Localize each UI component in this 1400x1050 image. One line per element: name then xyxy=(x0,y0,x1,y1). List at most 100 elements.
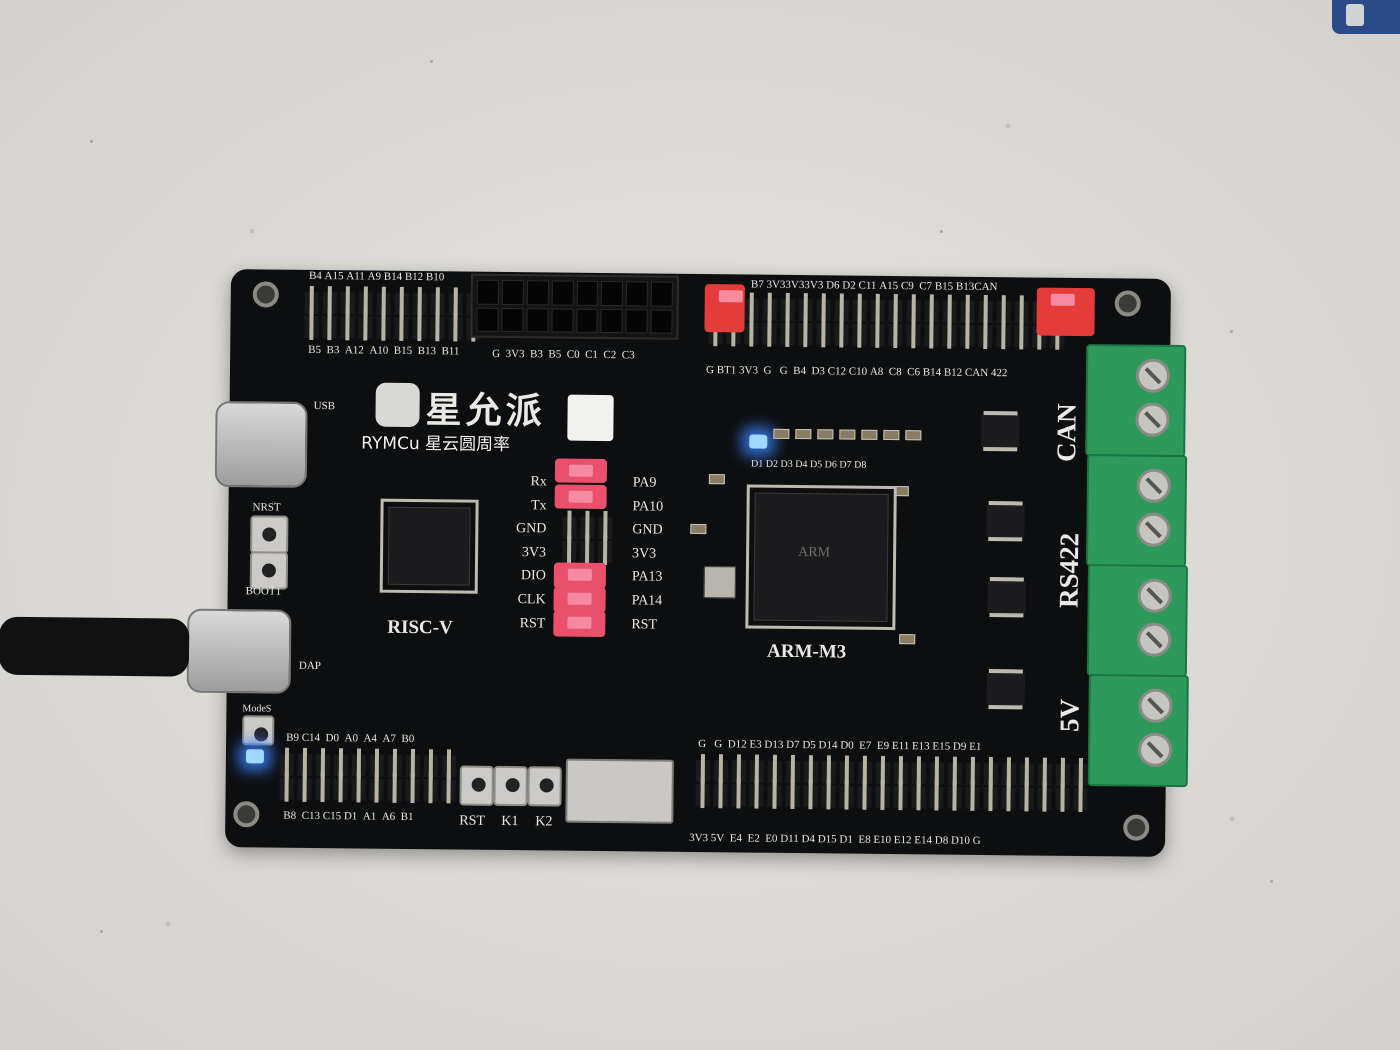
boot1-button[interactable] xyxy=(249,551,289,590)
mount-hole xyxy=(1123,814,1150,841)
jumper-right-labels: PA9 PA10 GND 3V3 PA13 PA14 RST xyxy=(631,471,663,636)
nrst-label: NRST xyxy=(252,501,281,514)
surface-speck xyxy=(1270,880,1273,883)
jumper-left-label: RST xyxy=(519,615,546,631)
led-array xyxy=(773,428,922,441)
mount-hole xyxy=(252,281,279,308)
jumper-left-label: CLK xyxy=(517,592,546,608)
jumper-left-label: DIO xyxy=(520,568,546,584)
mode-switch[interactable] xyxy=(242,715,275,746)
can-label: CAN xyxy=(1051,403,1082,463)
header-label-row: G G D12 E3 D13 D7 D5 D14 D0 E7 E9 E11 E1… xyxy=(698,738,982,753)
header-label-row: B5 B3 A12 A10 B15 B13 B11 xyxy=(308,343,460,358)
pin-row xyxy=(708,298,1065,324)
jumper-clk[interactable] xyxy=(553,586,606,614)
risc-v-label: RISC-V xyxy=(387,616,453,639)
dap-usb-port[interactable] xyxy=(186,608,292,694)
nrst-button[interactable] xyxy=(250,515,289,554)
jumper-left-labels: Rx Tx GND 3V3 DIO CLK RST xyxy=(505,470,547,636)
status-led-d1 xyxy=(749,434,768,449)
can-transceiver-ic xyxy=(981,414,1020,448)
jumper-tx[interactable] xyxy=(554,484,607,510)
modes-label: ModeS xyxy=(242,703,272,715)
header-label-row: B4 A15 A11 A9 B14 B12 B10 xyxy=(308,269,445,284)
mount-hole xyxy=(1114,290,1141,317)
screw-icon[interactable] xyxy=(1136,512,1171,547)
screw-icon[interactable] xyxy=(1137,622,1172,657)
logo-icon xyxy=(375,382,420,428)
jumper-dio[interactable] xyxy=(553,562,606,590)
k1-label: K1 xyxy=(501,813,519,830)
pin-row xyxy=(708,322,1065,348)
jumper-right-label: GND xyxy=(632,522,663,538)
pin-row xyxy=(279,777,456,802)
usb-label: USB xyxy=(313,399,336,413)
terminal-rs422-b[interactable] xyxy=(1086,564,1189,678)
terminal-rs422-a[interactable] xyxy=(1085,454,1188,568)
smd-part xyxy=(690,523,707,535)
rs422-label: RS422 xyxy=(1053,532,1085,609)
surface-speck xyxy=(430,60,433,63)
rst-button[interactable] xyxy=(459,765,494,806)
jumper-left-label: Rx xyxy=(530,474,547,490)
rst-button-label: RST xyxy=(459,813,486,829)
surface-speck xyxy=(90,140,93,143)
smd-part xyxy=(708,474,725,485)
screw-icon[interactable] xyxy=(1135,358,1171,393)
jumper-can[interactable] xyxy=(1036,287,1095,337)
power-led xyxy=(245,749,265,764)
jumper-right-label: PA14 xyxy=(631,593,663,609)
jumper-left-label: Tx xyxy=(530,497,547,514)
rgb-led xyxy=(567,394,614,442)
smd-part xyxy=(892,486,909,497)
screw-icon[interactable] xyxy=(1137,578,1172,613)
jumper-right-label: PA9 xyxy=(632,475,657,491)
terminal-can[interactable] xyxy=(1085,344,1187,458)
screw-icon[interactable] xyxy=(1137,732,1173,767)
smd-part xyxy=(899,634,916,645)
jumper-boot[interactable] xyxy=(704,284,745,333)
jumper-right-label: PA10 xyxy=(632,498,664,515)
brand-name: 星允派 xyxy=(425,390,546,433)
surface-speck xyxy=(100,930,103,933)
corner-module xyxy=(1332,0,1400,34)
five-v-label: 5V xyxy=(1054,698,1085,733)
jumper-right-label: RST xyxy=(631,616,658,633)
k1-button[interactable] xyxy=(493,765,528,807)
tf-card-slot[interactable] xyxy=(565,758,674,824)
rs422-ic xyxy=(987,581,1026,614)
arm-chip-mark: ARM xyxy=(798,545,831,561)
pin-row xyxy=(304,315,481,340)
jumper-right-label: PA13 xyxy=(631,569,663,586)
header-label-row: G BT1 3V3 G G B4 D3 C12 C10 A8 C8 C6 B14… xyxy=(705,364,1008,380)
dap-label: DAP xyxy=(298,659,321,673)
mount-hole xyxy=(233,801,260,828)
surface-speck xyxy=(1230,330,1233,333)
jumper-rx[interactable] xyxy=(554,458,608,484)
terminal-5v[interactable] xyxy=(1087,674,1189,788)
boot1-label: BOOT1 xyxy=(245,585,282,598)
screw-icon[interactable] xyxy=(1135,402,1170,437)
rs422-ic xyxy=(986,505,1025,538)
header-label-row: B8 C13 C15 D1 A1 A6 B1 xyxy=(283,809,414,824)
jumper-right-label: 3V3 xyxy=(632,546,657,562)
photo-watermark: RYMCu 星云圆周率 xyxy=(361,433,511,456)
female-header-top xyxy=(470,273,680,340)
k2-button[interactable] xyxy=(527,766,562,807)
crystal xyxy=(703,566,736,599)
dev-board: B4 A15 A11 A9 B14 B12 B10 B5 B3 A12 A10 … xyxy=(186,269,1189,857)
power-ic xyxy=(986,673,1025,706)
risc-v-chip xyxy=(387,506,471,586)
header-label-row: 3V3 5V E4 E2 E0 D11 D4 D15 D1 E8 E10 E12… xyxy=(689,831,981,847)
surface-speck xyxy=(940,230,943,233)
pin-row xyxy=(695,783,1088,811)
jumper-rst[interactable] xyxy=(553,610,606,638)
screw-icon[interactable] xyxy=(1138,688,1173,723)
header-label-row: G 3V3 B3 B5 C0 C1 C2 C3 xyxy=(492,347,635,362)
header-label-row: B7 3V33V33V3 D6 D2 C11 A15 C9 C7 B15 B13… xyxy=(750,278,998,294)
screw-icon[interactable] xyxy=(1136,468,1172,503)
jumper-left-label: GND xyxy=(515,521,547,537)
usb-c-port[interactable] xyxy=(214,400,308,488)
jumper-left-label: 3V3 xyxy=(521,544,547,561)
pin-row xyxy=(561,540,613,564)
